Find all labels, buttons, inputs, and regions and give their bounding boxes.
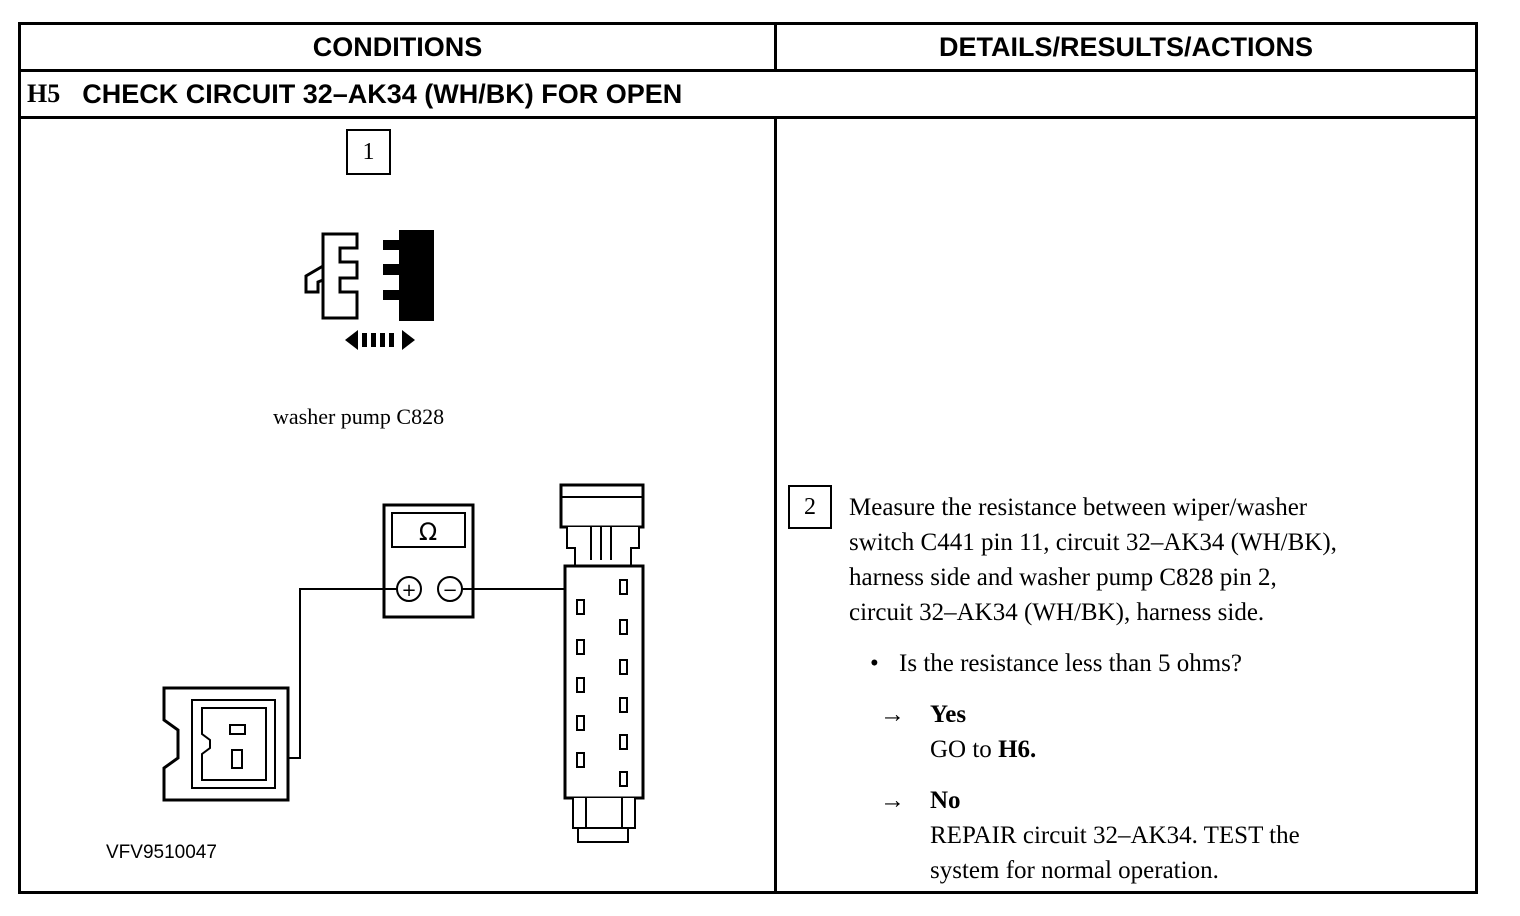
step-title: CHECK CIRCUIT 32–AK34 (WH/BK) FOR OPEN [82, 78, 683, 109]
question-item: • Is the resistance less than 5 ohms? [870, 646, 1242, 681]
answer-no: → No REPAIR circuit 32–AK34. TEST the sy… [880, 783, 1440, 889]
conditions-header: CONDITIONS [312, 31, 483, 62]
procedure-table: CONDITIONS DETAILS/RESULTS/ACTIONS H5 CH… [18, 22, 1478, 894]
step-2-box: 2 [788, 485, 832, 529]
yes-action-target: H6. [998, 736, 1037, 763]
column-divider-body [774, 119, 777, 894]
step-1-box: 1 [346, 129, 391, 175]
step-2-number: 2 [804, 493, 816, 520]
yes-action: GO to H6. [930, 732, 1036, 767]
instruction-text: Measure the resistance between wiper/was… [849, 490, 1489, 630]
washer-pump-caption: washer pump C828 [273, 404, 445, 429]
ohm-symbol: Ω [419, 518, 437, 546]
answer-yes: → Yes GO to H6. [880, 697, 1440, 767]
plus-terminal: + [401, 580, 416, 601]
instruction-line-3: harness side and washer pump C828 pin 2, [849, 564, 1277, 591]
no-arrow: → [880, 787, 905, 814]
details-header: DETAILS/RESULTS/ACTIONS [938, 31, 1313, 62]
instruction-line-4: circuit 32–AK34 (WH/BK), harness side. [849, 599, 1265, 626]
ohmmeter-icon: Ω + − [382, 503, 475, 619]
yes-action-prefix: GO to [930, 736, 999, 763]
connector-disconnect-icon [304, 230, 434, 350]
title-divider [21, 116, 1475, 119]
figure-id: VFV9510047 [106, 842, 217, 863]
yes-arrow: → [880, 701, 905, 728]
column-divider-top [774, 25, 777, 72]
washer-pump-connector [162, 686, 290, 802]
minus-terminal: − [442, 580, 457, 601]
question-text: Is the resistance less than 5 ohms? [899, 650, 1242, 677]
wiper-washer-switch-connector [559, 483, 645, 843]
no-action-line-1: REPAIR circuit 32–AK34. TEST the [930, 822, 1300, 849]
instruction-line-2: switch C441 pin 11, circuit 32–AK34 (WH/… [849, 529, 1337, 556]
header-divider [21, 69, 1475, 72]
no-action-line-2: system for normal operation. [930, 857, 1219, 884]
step-1-number: 1 [362, 138, 375, 165]
instruction-line-1: Measure the resistance between wiper/was… [849, 494, 1308, 521]
bullet: • [870, 650, 879, 677]
no-label: No [930, 787, 961, 814]
step-title-row: H5 CHECK CIRCUIT 32–AK34 (WH/BK) FOR OPE… [27, 72, 682, 116]
step-id: H5 [27, 79, 61, 108]
yes-label: Yes [930, 701, 967, 728]
